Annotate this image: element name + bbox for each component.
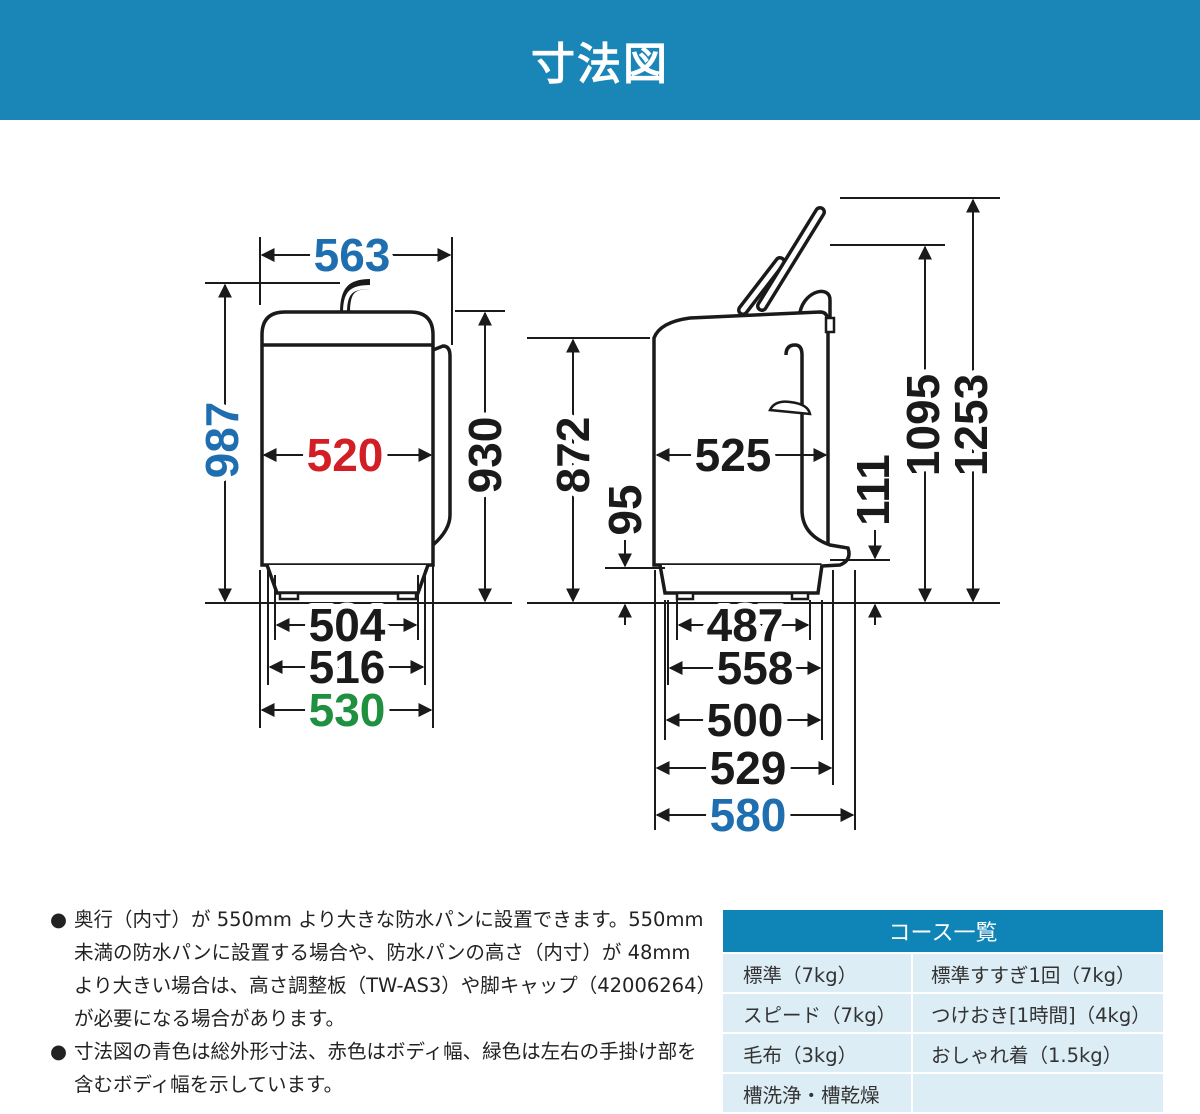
table-cell: 標準（7kg） [723, 952, 913, 992]
dim-total-depth: 580 [710, 789, 787, 841]
installation-notes: ● 奥行（内寸）が 550mm より大きな防水パンに設置できます。550mm 未… [50, 903, 710, 1101]
table-row: 標準（7kg） 標準すすぎ1回（7kg） [723, 952, 1163, 992]
dim-body-depth: 525 [695, 429, 772, 481]
dim-total-width: 563 [314, 229, 391, 281]
note-item: ● 寸法図の青色は総外形寸法、赤色はボディ幅、緑色は左右の手掛け部を含むボディ幅… [50, 1035, 710, 1101]
dim-width-with-handles: 530 [309, 684, 386, 736]
dim-body-height: 930 [459, 417, 511, 494]
table-cell: スピード（7kg） [723, 992, 913, 1032]
dimension-diagram: 563 987 520 930 504 516 530 872 95 525 1… [190, 197, 1003, 847]
note-text: 寸法図の青色は総外形寸法、赤色はボディ幅、緑色は左右の手掛け部を含むボディ幅を示… [74, 1040, 697, 1096]
side-view-washer [652, 206, 851, 601]
table-cell: 標準すすぎ1回（7kg） [913, 952, 1163, 992]
table-row: 毛布（3kg） おしゃれ着（1.5kg） [723, 1032, 1163, 1072]
table-cell: 槽洗浄・槽乾燥 [723, 1072, 913, 1112]
dim-depth-3: 500 [707, 694, 784, 746]
dim-foot-width-1: 504 [309, 599, 386, 651]
front-view-washer [260, 279, 452, 601]
course-table-title: コース一覧 [723, 910, 1163, 952]
dim-depth-1: 487 [707, 599, 784, 651]
dim-depth-2: 558 [717, 642, 794, 694]
page-title: 寸法図 [531, 39, 669, 90]
table-row: スピード（7kg） つけおき[1時間]（4kg） [723, 992, 1163, 1032]
course-table: コース一覧 標準（7kg） 標準すすぎ1回（7kg） スピード（7kg） つけお… [723, 910, 1163, 1112]
dim-side-body-height: 872 [547, 417, 599, 494]
bullet-icon: ● [50, 1040, 68, 1063]
table-cell: つけおき[1時間]（4kg） [913, 992, 1163, 1032]
dim-total-height: 987 [196, 402, 248, 479]
dim-depth-4: 529 [710, 742, 787, 794]
table-cell: おしゃれ着（1.5kg） [913, 1032, 1163, 1072]
note-text: 奥行（内寸）が 550mm より大きな防水パンに設置できます。550mm 未満の… [74, 908, 707, 1030]
header-banner: 寸法図 [0, 0, 1200, 120]
dim-foot-width-2: 516 [309, 641, 386, 693]
table-cell [913, 1072, 1163, 1112]
table-row: 槽洗浄・槽乾燥 [723, 1072, 1163, 1112]
dim-lid-open-height-1: 1095 [897, 374, 949, 476]
dim-lid-open-height-2: 1253 [945, 374, 997, 476]
bullet-icon: ● [50, 908, 68, 931]
dim-base-height: 95 [599, 484, 651, 535]
table-cell: 毛布（3kg） [723, 1032, 913, 1072]
note-item: ● 奥行（内寸）が 550mm より大きな防水パンに設置できます。550mm 未… [50, 903, 710, 1035]
dim-hose-height: 111 [847, 454, 899, 526]
dim-body-width: 520 [307, 429, 384, 481]
